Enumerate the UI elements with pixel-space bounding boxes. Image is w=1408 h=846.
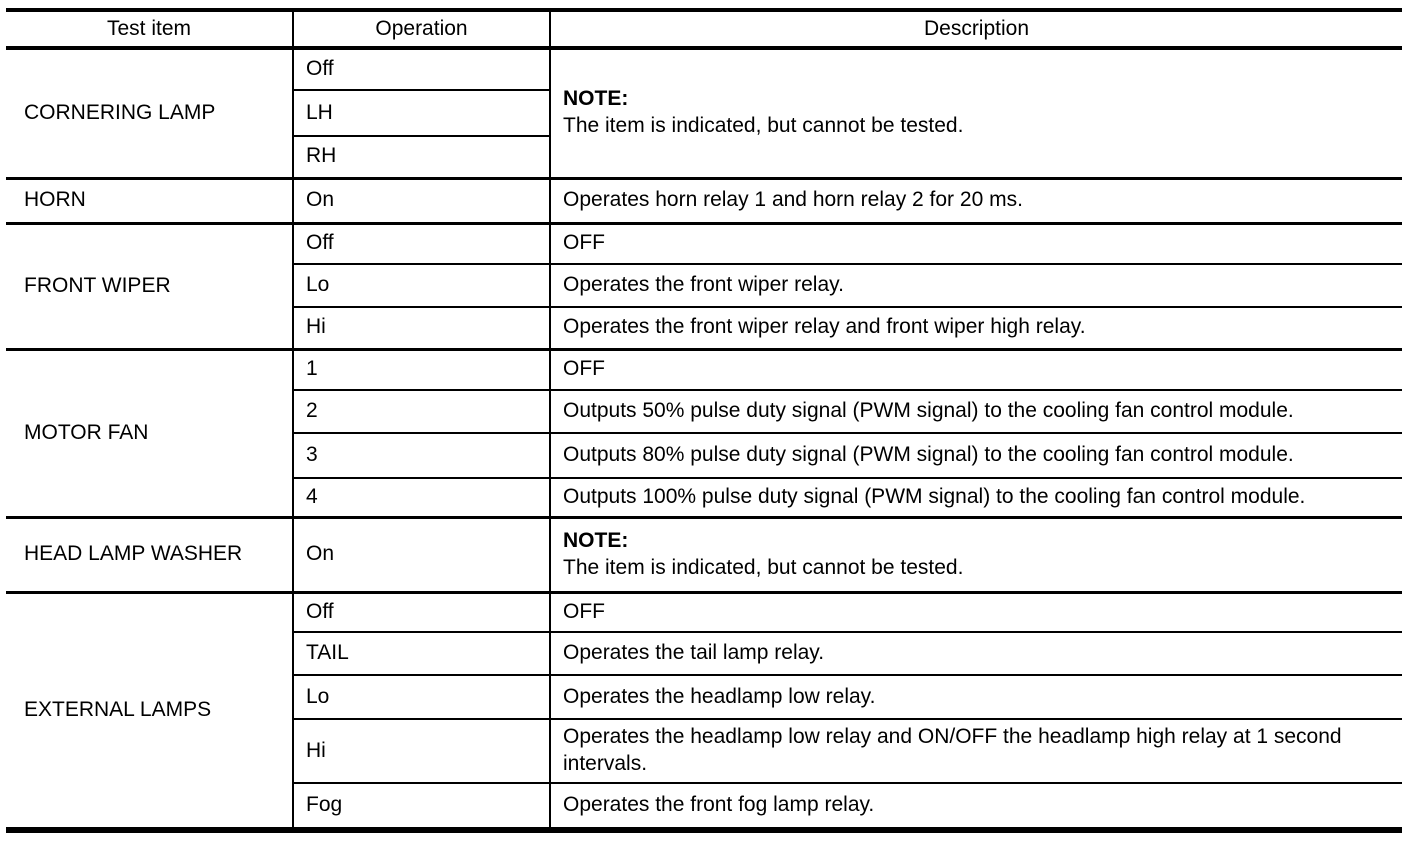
operation-cell: 4: [292, 477, 550, 517]
table-row: Lo Operates the headlamp low relay.: [6, 674, 1402, 719]
test-item-cell: HORN: [6, 176, 293, 223]
table-row: Lo Operates the front wiper relay.: [6, 263, 1402, 307]
description-cell: Operates the headlamp low relay.: [549, 674, 1402, 719]
operation-cell: Lo: [292, 674, 550, 719]
operation-cell: 1: [292, 347, 550, 390]
operation-cell: On: [292, 176, 550, 223]
note-text: The item is indicated, but cannot be tes…: [563, 114, 964, 138]
test-item-cell: CORNERING LAMP: [6, 46, 293, 178]
header-row: Test item Operation Description: [6, 10, 1402, 50]
description-cell: Outputs 50% pulse duty signal (PWM signa…: [549, 389, 1402, 433]
table-row: RH: [6, 135, 1402, 178]
table-row: Hi Operates the headlamp low relay and O…: [6, 718, 1402, 783]
description-cell: Operates the front wiper relay and front…: [549, 306, 1402, 349]
description-cell: OFF: [549, 590, 1402, 632]
description-cell: NOTE: The item is indicated, but cannot …: [549, 46, 1402, 178]
description-cell: NOTE: The item is indicated, but cannot …: [549, 515, 1402, 592]
note-label: NOTE:: [563, 87, 629, 111]
description-cell: Operates the front wiper relay.: [549, 263, 1402, 307]
description-cell: Operates the tail lamp relay.: [549, 631, 1402, 675]
column-header-description: Description: [549, 10, 1402, 50]
table-row: CORNERING LAMP Off NOTE: The item is ind…: [6, 46, 1402, 178]
operation-cell: Off: [292, 46, 550, 90]
test-item-cell: EXTERNAL LAMPS: [6, 590, 293, 830]
table-row: HORN On Operates horn relay 1 and horn r…: [6, 176, 1402, 223]
description-cell: Operates horn relay 1 and horn relay 2 f…: [549, 176, 1402, 223]
table-row: 2 Outputs 50% pulse duty signal (PWM sig…: [6, 389, 1402, 433]
table-row: HEAD LAMP WASHER On NOTE: The item is in…: [6, 515, 1402, 592]
table-row: Fog Operates the front fog lamp relay.: [6, 782, 1402, 830]
table-row: Hi Operates the front wiper relay and fr…: [6, 306, 1402, 349]
operation-cell: 3: [292, 432, 550, 478]
operation-cell: TAIL: [292, 631, 550, 675]
operation-cell: On: [292, 515, 550, 592]
description-cell: OFF: [549, 221, 1402, 264]
description-cell: Outputs 80% pulse duty signal (PWM signa…: [549, 432, 1402, 478]
operation-cell: Hi: [292, 718, 550, 783]
note-text: The item is indicated, but cannot be tes…: [563, 555, 964, 579]
column-header-test-item: Test item: [6, 10, 293, 50]
operation-cell: Fog: [292, 782, 550, 830]
operation-cell: Hi: [292, 306, 550, 349]
test-item-cell: FRONT WIPER: [6, 221, 293, 349]
operation-cell: 2: [292, 389, 550, 433]
table-row: 4 Outputs 100% pulse duty signal (PWM si…: [6, 477, 1402, 517]
operation-cell: Off: [292, 590, 550, 632]
operation-cell: Lo: [292, 263, 550, 307]
description-cell: Outputs 100% pulse duty signal (PWM sign…: [549, 477, 1402, 517]
table-row: MOTOR FAN 1 OFF: [6, 347, 1402, 517]
description-cell: Operates the headlamp low relay and ON/O…: [549, 718, 1402, 783]
test-item-cell: MOTOR FAN: [6, 347, 293, 517]
operation-cell: LH: [292, 89, 550, 136]
column-header-operation: Operation: [292, 10, 550, 50]
description-cell: Operates the front fog lamp relay.: [549, 782, 1402, 830]
table-row: EXTERNAL LAMPS Off OFF: [6, 590, 1402, 830]
diagnostic-test-table: Test item Operation Description CORNERIN…: [6, 8, 1402, 833]
table-row: FRONT WIPER Off OFF: [6, 221, 1402, 349]
table-row: 3 Outputs 80% pulse duty signal (PWM sig…: [6, 432, 1402, 478]
operation-cell: RH: [292, 135, 550, 178]
description-cell: OFF: [549, 347, 1402, 390]
note-label: NOTE:: [563, 528, 629, 552]
table-row: TAIL Operates the tail lamp relay.: [6, 631, 1402, 675]
table-row: LH: [6, 89, 1402, 136]
test-item-cell: HEAD LAMP WASHER: [6, 515, 293, 592]
operation-cell: Off: [292, 221, 550, 264]
